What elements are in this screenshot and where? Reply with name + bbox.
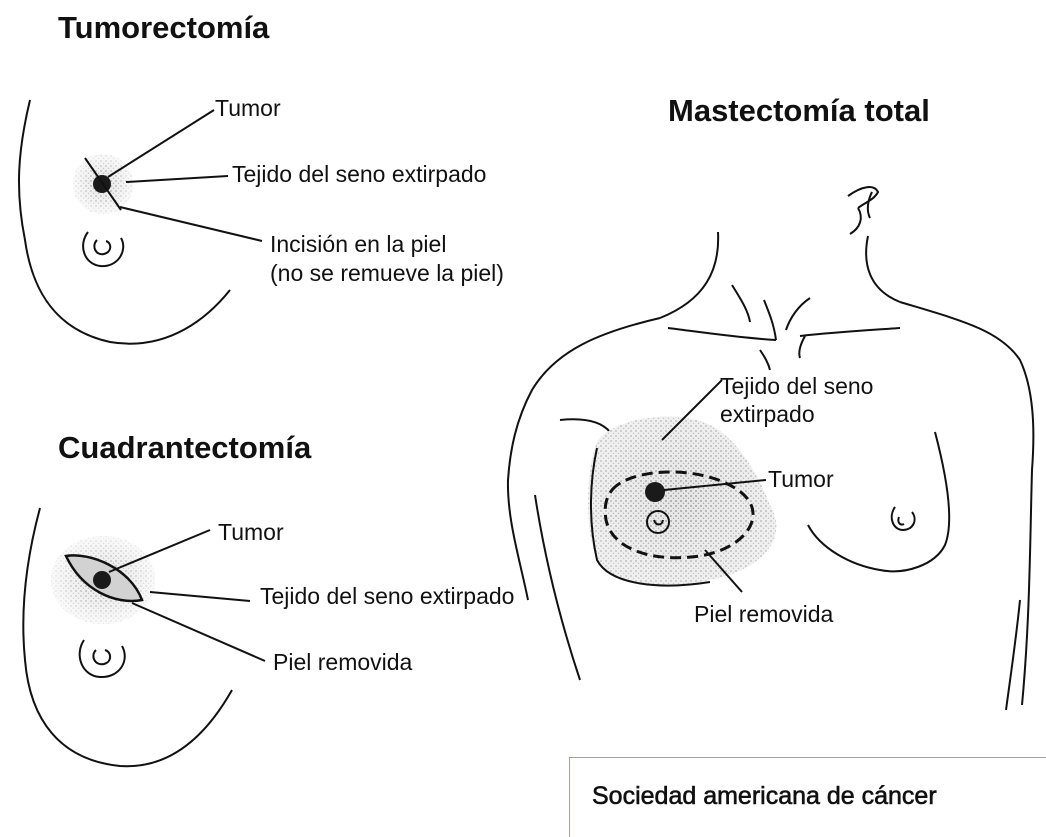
quadrantectomy-tissue-leader [150, 592, 250, 601]
mastectomy-torso [508, 187, 1033, 710]
lumpectomy-tumor-label: Tumor [215, 94, 281, 122]
lumpectomy-incision-label-line2: (no se remueve la piel) [270, 259, 504, 287]
lumpectomy-tissue-leader [126, 176, 228, 182]
lumpectomy-nipple [83, 232, 123, 266]
lumpectomy-tissue-label: Tejido del seno extirpado [232, 160, 486, 188]
quadrantectomy-title: Cuadrantectomía [58, 430, 311, 466]
source-credit-text: Sociedad americana de cáncer [592, 782, 937, 811]
mastectomy-tumor [645, 482, 665, 502]
mastectomy-tissue-label-line1: Tejido del seno [720, 372, 873, 400]
lumpectomy-breast [19, 100, 230, 344]
mastectomy-skin-label: Piel removida [694, 600, 833, 628]
lumpectomy-incision-leader [120, 207, 262, 241]
quadrantectomy-skin-label: Piel removida [273, 648, 412, 676]
quadrantectomy-skin-leader [132, 603, 265, 661]
lumpectomy-incision-label-line1: Incisión en la piel [270, 230, 446, 258]
mastectomy-tissue-label-line2: extirpado [720, 400, 815, 428]
quadrantectomy-nipple [80, 640, 125, 677]
lumpectomy-title: Tumorectomía [58, 10, 269, 46]
quadrantectomy-tumor-label: Tumor [218, 518, 284, 546]
mastectomy-title: Mastectomía total [668, 93, 930, 129]
source-credit-box: Sociedad americana de cáncer [569, 757, 1046, 837]
mastectomy-tumor-label: Tumor [768, 465, 834, 493]
quadrantectomy-tissue-label: Tejido del seno extirpado [260, 582, 514, 610]
lumpectomy-tumor-leader [108, 110, 214, 177]
quadrantectomy-tumor [93, 571, 111, 589]
